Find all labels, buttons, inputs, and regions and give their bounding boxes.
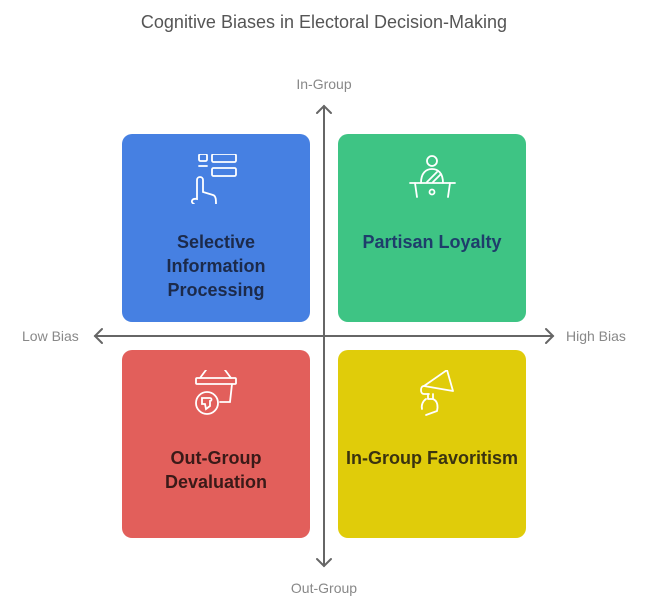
axis-label-left: Low Bias	[22, 328, 79, 344]
axis-label-bottom: Out-Group	[290, 580, 358, 596]
quadrant-selective-information-processing: Selective Information Processing	[122, 134, 310, 322]
arrow-right-icon	[545, 328, 555, 344]
arrow-up-icon	[316, 104, 332, 114]
diagram-title: Cognitive Biases in Electoral Decision-M…	[140, 12, 508, 32]
quadrant-label: Out-Group Devaluation	[164, 448, 268, 492]
quadrant-label: Selective Information Processing	[166, 232, 266, 300]
megaphone-icon	[420, 370, 454, 416]
quadrant-in-group-favoritism: In-Group Favoritism	[338, 350, 526, 538]
quadrant-label: In-Group Favoritism	[346, 448, 519, 468]
quadrant-out-group-devaluation: Out-Group Devaluation	[122, 350, 310, 538]
quadrant-partisan-loyalty: Partisan Loyalty	[338, 134, 526, 322]
arrow-left-icon	[93, 328, 103, 344]
quadrant-label: Partisan Loyalty	[362, 232, 502, 252]
axis-label-top: In-Group	[296, 76, 352, 92]
arrow-down-icon	[316, 558, 332, 568]
person-at-podium-icon	[409, 155, 456, 198]
basket-thumbs-down-icon	[195, 370, 237, 415]
hand-pointing-list-icon	[190, 154, 237, 204]
axis-label-right: High Bias	[566, 328, 626, 344]
